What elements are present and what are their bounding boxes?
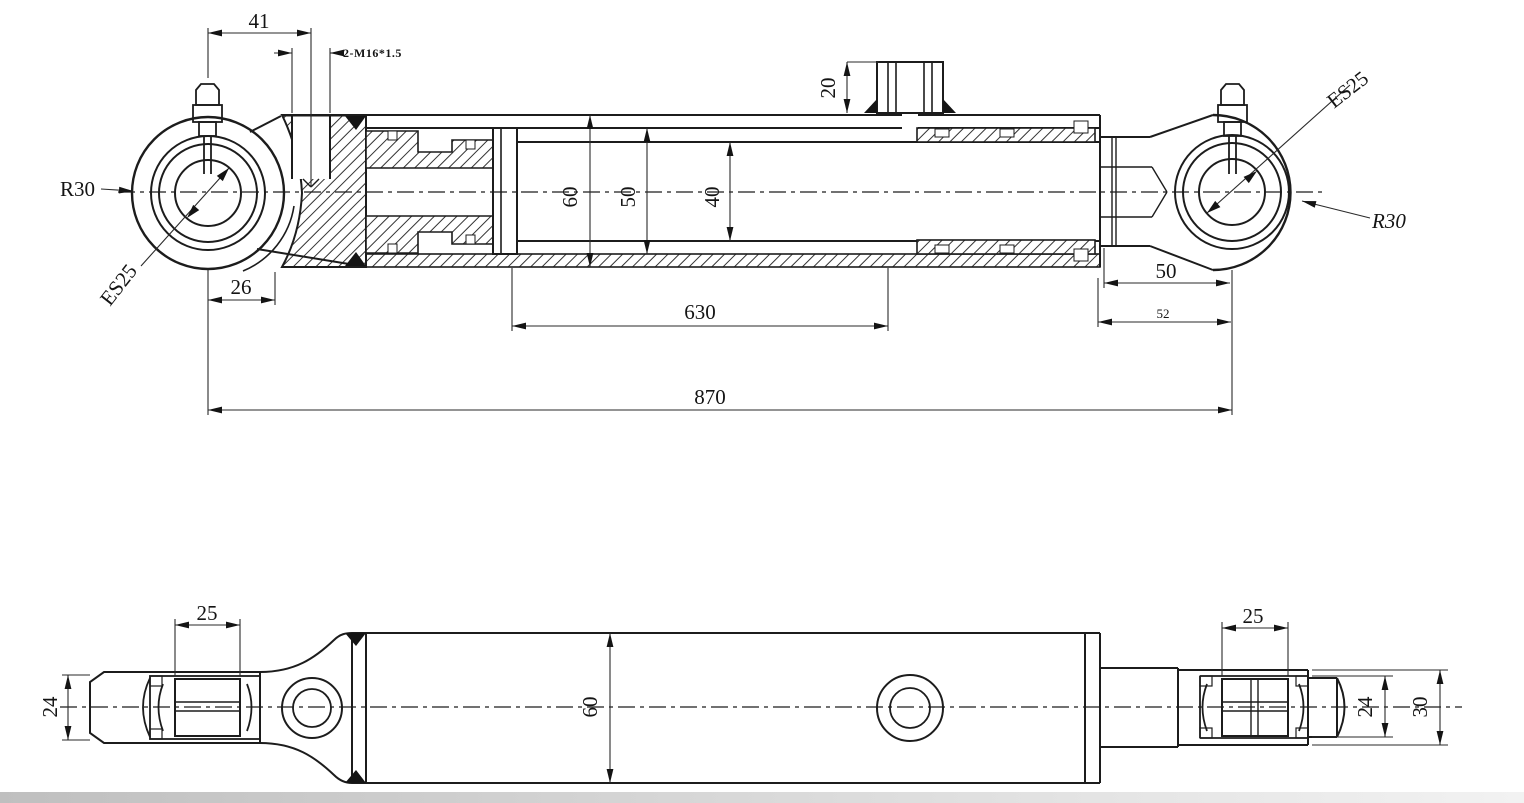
front-port-circle [876,674,944,742]
weld-mark [864,99,877,113]
weld-mark [345,252,366,266]
scan-edge-artifact [0,792,1524,803]
port-boss [864,61,956,114]
dim-41-label: 41 [249,9,270,33]
thread-note-label: 2-M16*1.5 [343,46,402,60]
dim-25-left-label: 25 [197,601,218,625]
leader-es25-right [1206,84,1351,214]
dim-26 [207,270,276,415]
bearing-outer-ring [150,135,266,251]
dim-20 [843,61,879,113]
plan-taper [259,632,353,784]
socket-lip-arc [242,205,295,272]
dim-52-label: 52 [1157,306,1170,321]
dim-40-label: 40 [700,187,724,208]
sphere-arc [1201,683,1208,732]
rear-port-circle [281,677,343,739]
leader-r30-left [100,186,134,194]
dim-60-width-label: 60 [578,697,602,718]
side-view-dimensions [100,28,1371,415]
dim-50-label: 50 [616,187,640,208]
leader-r30-right [1301,200,1371,219]
plan-left-eye [89,671,261,744]
dim-870-label: 870 [694,385,726,409]
rear-port-circle-inner [292,688,332,728]
radius-label-right: R30 [1371,209,1406,233]
dim-24-left-label: 24 [38,696,62,718]
dim-24-right [1312,675,1393,738]
piston-plate [492,127,518,255]
dim-30-right-label: 30 [1408,697,1432,718]
bearing-label-right: ES25 [1322,66,1373,113]
radius-label-left: R30 [60,177,95,201]
dim-24-left [62,674,90,741]
dim-52 [1097,278,1231,327]
dim-41 [207,28,312,187]
grease-nipple-icon [195,83,220,106]
pin-bore [174,159,242,227]
dome-arc [142,677,151,738]
dim-25-left [174,619,241,676]
plan-view-dimensions [62,619,1448,783]
plan-view [60,632,1462,784]
dim-50-right-label: 50 [1156,259,1177,283]
front-port-circle-inner [889,687,931,729]
grease-fitting-left [192,83,223,174]
bearing-label-left: ES25 [95,259,142,310]
dim-50-right [1103,248,1233,415]
dim-24-right-label: 24 [1353,696,1377,718]
dim-25-right [1221,622,1289,676]
weld-mark [345,116,366,130]
plan-right-rod-end [1178,669,1346,746]
piston [365,127,518,255]
barrel-bottom-wall [365,253,1101,268]
gland [916,120,1096,262]
grease-nipple-icon [1220,83,1245,106]
weld-mark [943,99,956,113]
barrel [345,114,1101,268]
weld-mark [345,770,366,783]
plan-view-labels: 25 24 60 25 24 30 [38,601,1432,718]
eye-outer-circle [130,115,286,271]
leader-es25-left [140,167,230,267]
dim-630 [511,268,889,331]
dim-60-label: 60 [558,187,582,208]
dim-30-right [1312,669,1448,746]
dim-thread-note [274,48,344,113]
weld-mark [345,633,366,646]
dim-630-label: 630 [684,300,716,324]
dim-26-label: 26 [231,275,252,299]
bearing-inner-ring [158,143,258,243]
dim-20-label: 20 [816,78,840,99]
grease-fitting-right [1217,83,1248,174]
side-section-view [118,61,1322,272]
plan-barrel [281,632,1101,784]
dim-25-right-label: 25 [1243,604,1264,628]
